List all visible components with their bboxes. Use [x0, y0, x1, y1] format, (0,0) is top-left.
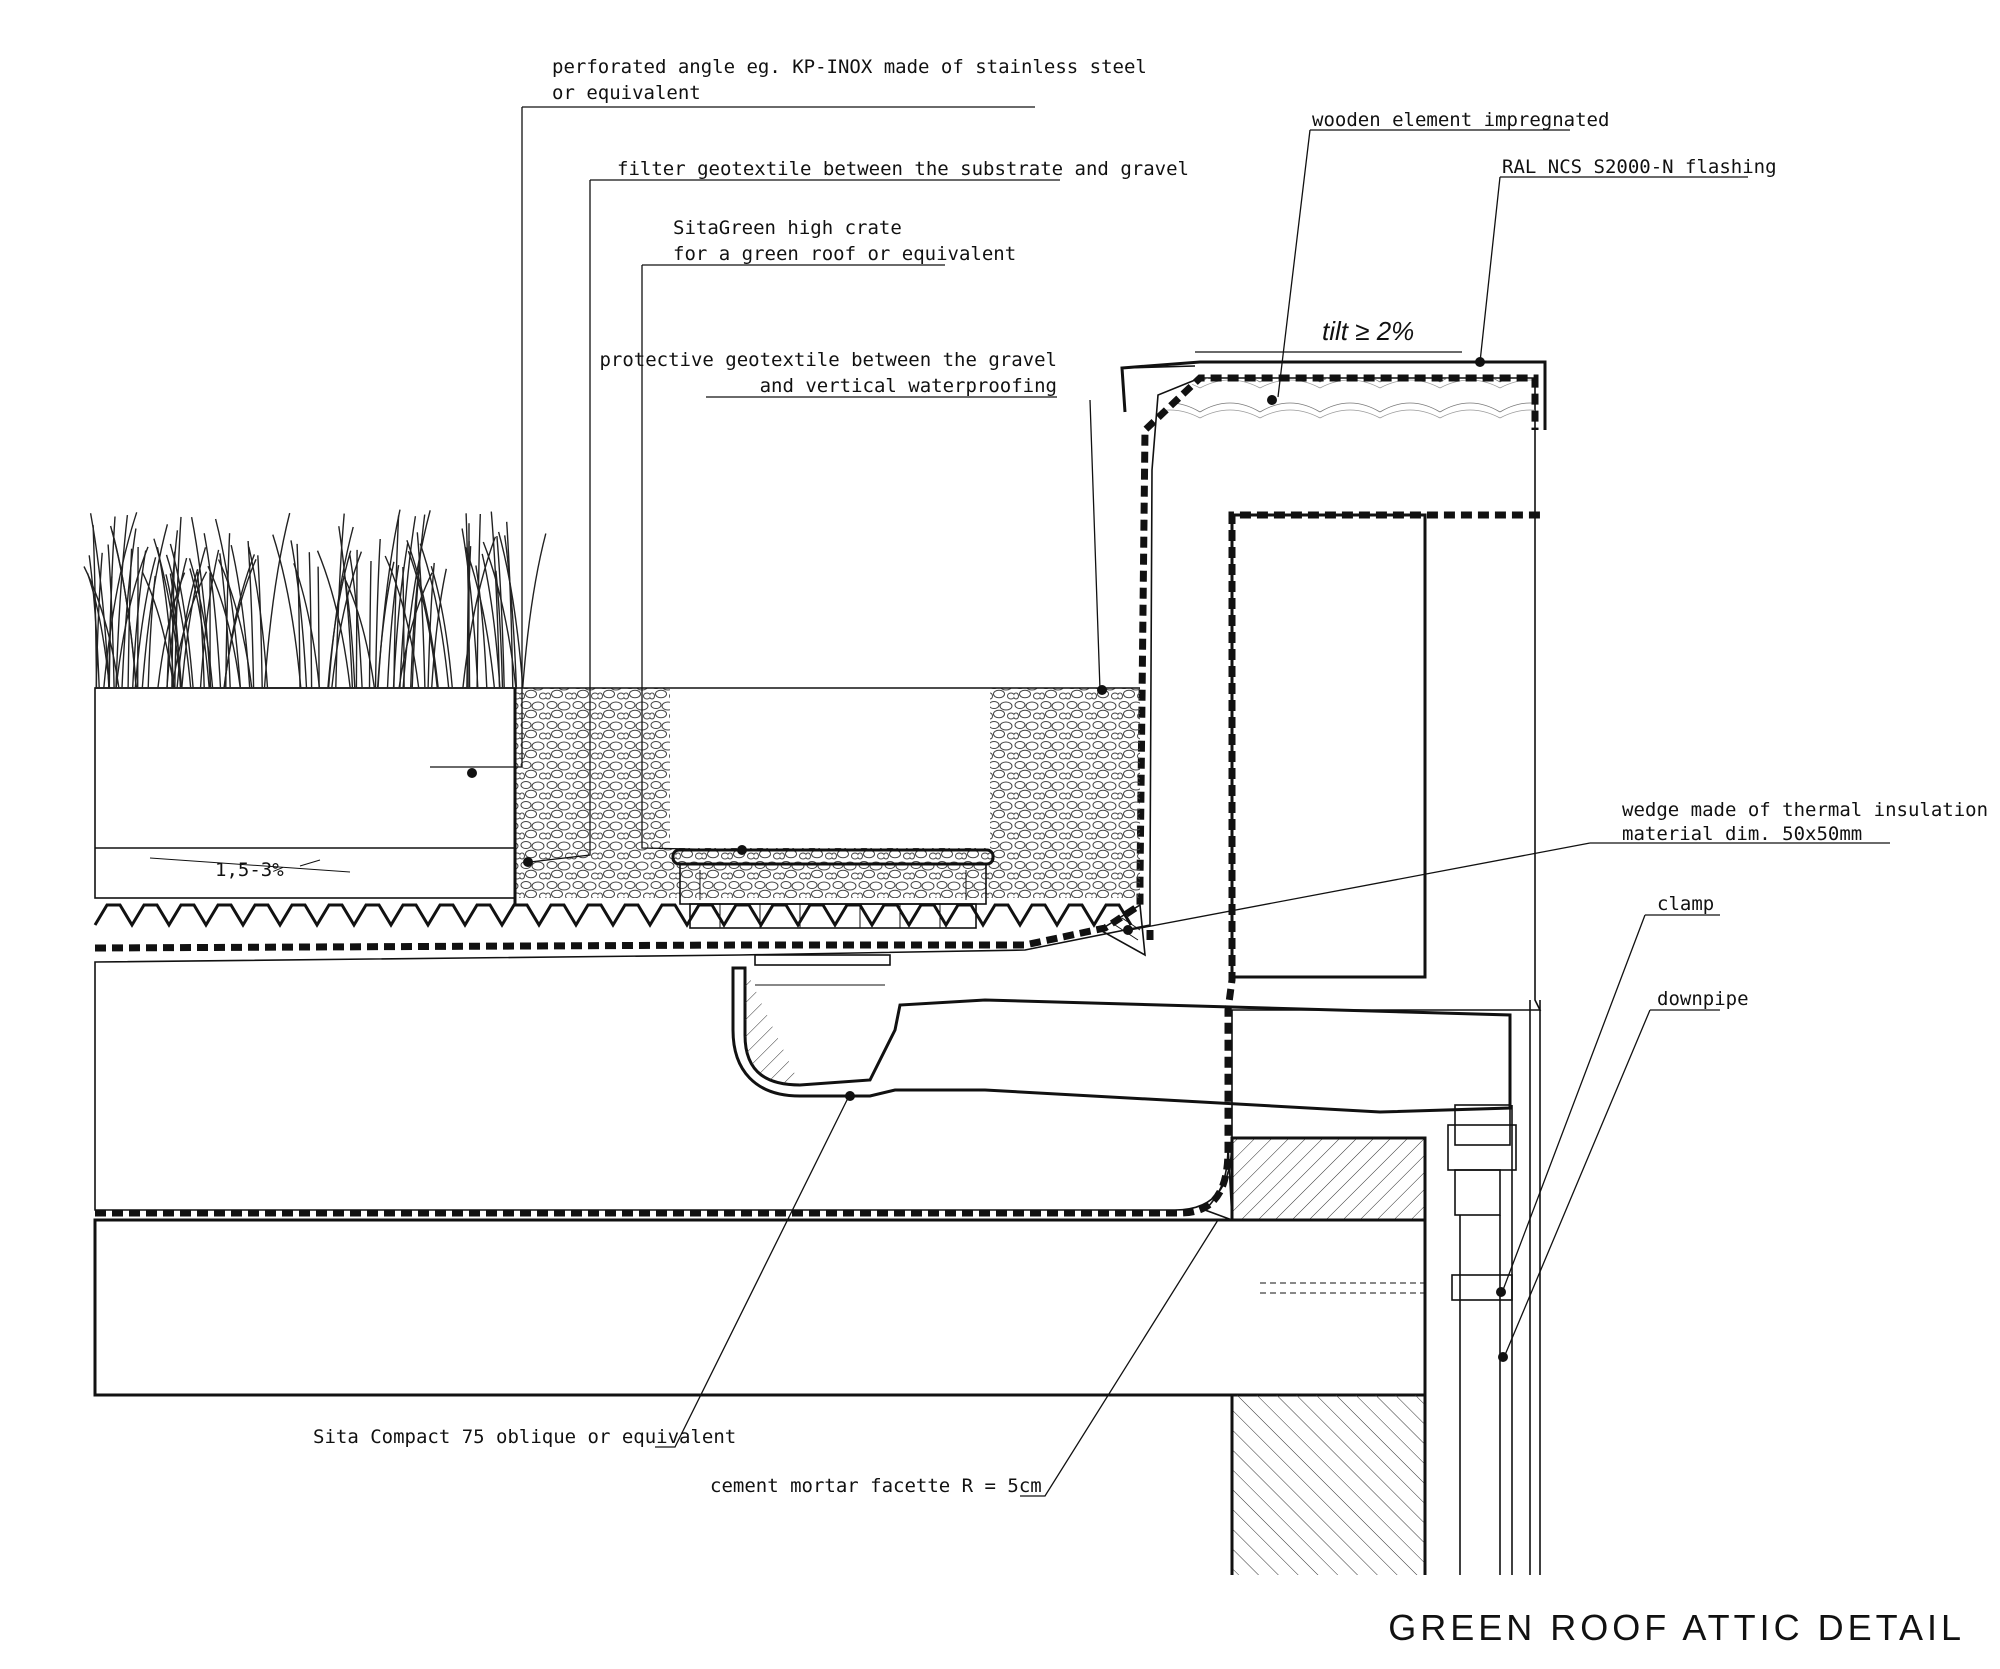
drainage-layer: [93, 903, 1133, 928]
label-sitagreen-line1: SitaGreen high crate: [673, 217, 902, 239]
label-flashing: RAL NCS S2000-N flashing: [1502, 156, 1777, 178]
label-wedge-line1: wedge made of thermal insulation: [1622, 799, 1988, 821]
thermal-insulation: [94, 377, 1542, 1211]
roof-outlet: [731, 954, 1512, 1114]
vegetation: [83, 509, 547, 689]
substrate-layer: [94, 687, 516, 899]
label-protective-geotextile-line1: protective geotextile between the gravel: [599, 349, 1057, 371]
leader-lines: [430, 106, 1890, 1497]
label-slope: 1,5-3%: [215, 859, 284, 881]
timber-block: [1230, 513, 1427, 979]
label-sita-compact: Sita Compact 75 oblique or equivalent: [313, 1426, 736, 1448]
label-perforated-angle-line2: or equivalent: [552, 82, 701, 104]
label-wooden-element: wooden element impregnated: [1312, 109, 1609, 131]
label-sitagreen-line2: for a green roof or equivalent: [673, 243, 1016, 265]
label-clamp: clamp: [1657, 893, 1714, 915]
label-wedge-line2: material dim. 50x50mm: [1622, 823, 1862, 845]
attic-wall-base: [1230, 1136, 1427, 1222]
label-protective-geotextile-line2: and vertical waterproofing: [760, 375, 1057, 397]
lower-wall: [1230, 1395, 1427, 1575]
label-cement-mortar: cement mortar facette R = 5cm: [710, 1475, 1042, 1497]
label-filter-geotextile: filter geotextile between the substrate …: [617, 158, 1189, 180]
drawing-title: GREEN ROOF ATTIC DETAIL: [1388, 1607, 1965, 1648]
cement-mortar-facette: [1203, 1144, 1233, 1222]
label-perforated-angle-line1: perforated angle eg. KP-INOX made of sta…: [552, 56, 1147, 78]
label-downpipe: downpipe: [1657, 988, 1749, 1010]
concrete-slab: [93, 1218, 1427, 1397]
gravel-layer: [95, 687, 1140, 905]
wooden-element: [1160, 378, 1535, 420]
label-tilt: tilt ≥ 2%: [1322, 316, 1414, 346]
flashing: [1120, 351, 1547, 430]
sitagreen-crate: [671, 848, 995, 929]
